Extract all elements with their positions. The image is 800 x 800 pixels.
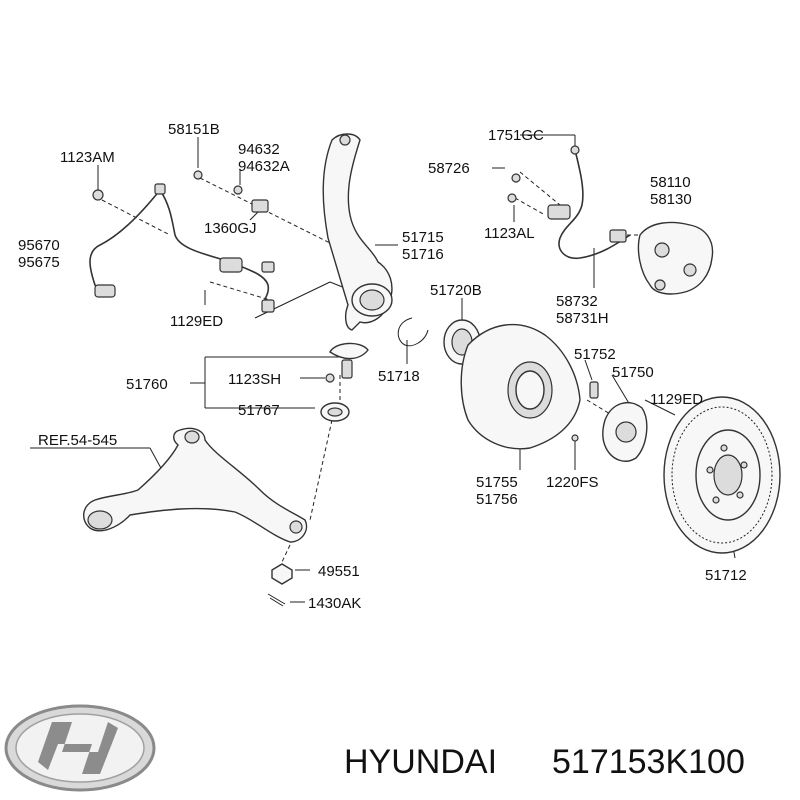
wheel-speed-sensor-wire <box>89 170 275 313</box>
label-1123sh: 1123SH <box>228 371 281 388</box>
label-51712: 51712 <box>705 567 747 584</box>
footer-brand: HYUNDAI <box>344 743 497 781</box>
label-58732: 58732 <box>556 293 598 310</box>
dust-shield <box>460 323 581 450</box>
label-51750: 51750 <box>612 364 654 381</box>
label-58130: 58130 <box>650 191 692 208</box>
label-58726: 58726 <box>428 160 470 177</box>
hyundai-logo <box>4 704 156 792</box>
label-1123al: 1123AL <box>484 225 535 242</box>
label-58110: 58110 <box>650 174 691 191</box>
label-51715: 51715 <box>402 229 444 246</box>
label-51718: 51718 <box>378 368 420 385</box>
label-51756: 51756 <box>476 491 518 508</box>
label-1360gj: 1360GJ <box>204 220 257 237</box>
label-ref-54-545: REF.54-545 <box>38 432 117 449</box>
label-51755: 51755 <box>476 474 518 491</box>
label-1430ak: 1430AK <box>308 595 361 612</box>
label-51767: 51767 <box>238 402 280 419</box>
label-51760: 51760 <box>126 376 168 393</box>
ball-joint <box>320 342 369 422</box>
brake-hose <box>507 145 631 260</box>
label-1129ed-lower: 1129ED <box>650 391 703 408</box>
label-49551: 49551 <box>318 563 360 580</box>
part-labels: 58151B 1123AM 94632 94632A 1751GC 58726 … <box>18 121 747 612</box>
label-94632a: 94632A <box>238 158 290 175</box>
label-1123am: 1123AM <box>60 149 115 166</box>
label-1129ed-upper: 1129ED <box>170 313 223 330</box>
brake-caliper <box>637 221 714 295</box>
label-1751gc: 1751GC <box>488 127 544 144</box>
label-1220fs: 1220FS <box>546 474 599 491</box>
label-95675: 95675 <box>18 254 60 271</box>
footer-part-number: 517153K100 <box>552 743 745 781</box>
label-51716: 51716 <box>402 246 444 263</box>
label-51720b: 51720B <box>430 282 482 299</box>
steering-knuckle <box>322 133 393 331</box>
brake-disc <box>663 396 781 554</box>
lower-control-arm <box>83 427 308 607</box>
label-95670: 95670 <box>18 237 60 254</box>
label-94632: 94632 <box>238 141 280 158</box>
label-58731h: 58731H <box>556 310 609 327</box>
label-51752: 51752 <box>574 346 616 363</box>
label-58151b: 58151B <box>168 121 220 138</box>
